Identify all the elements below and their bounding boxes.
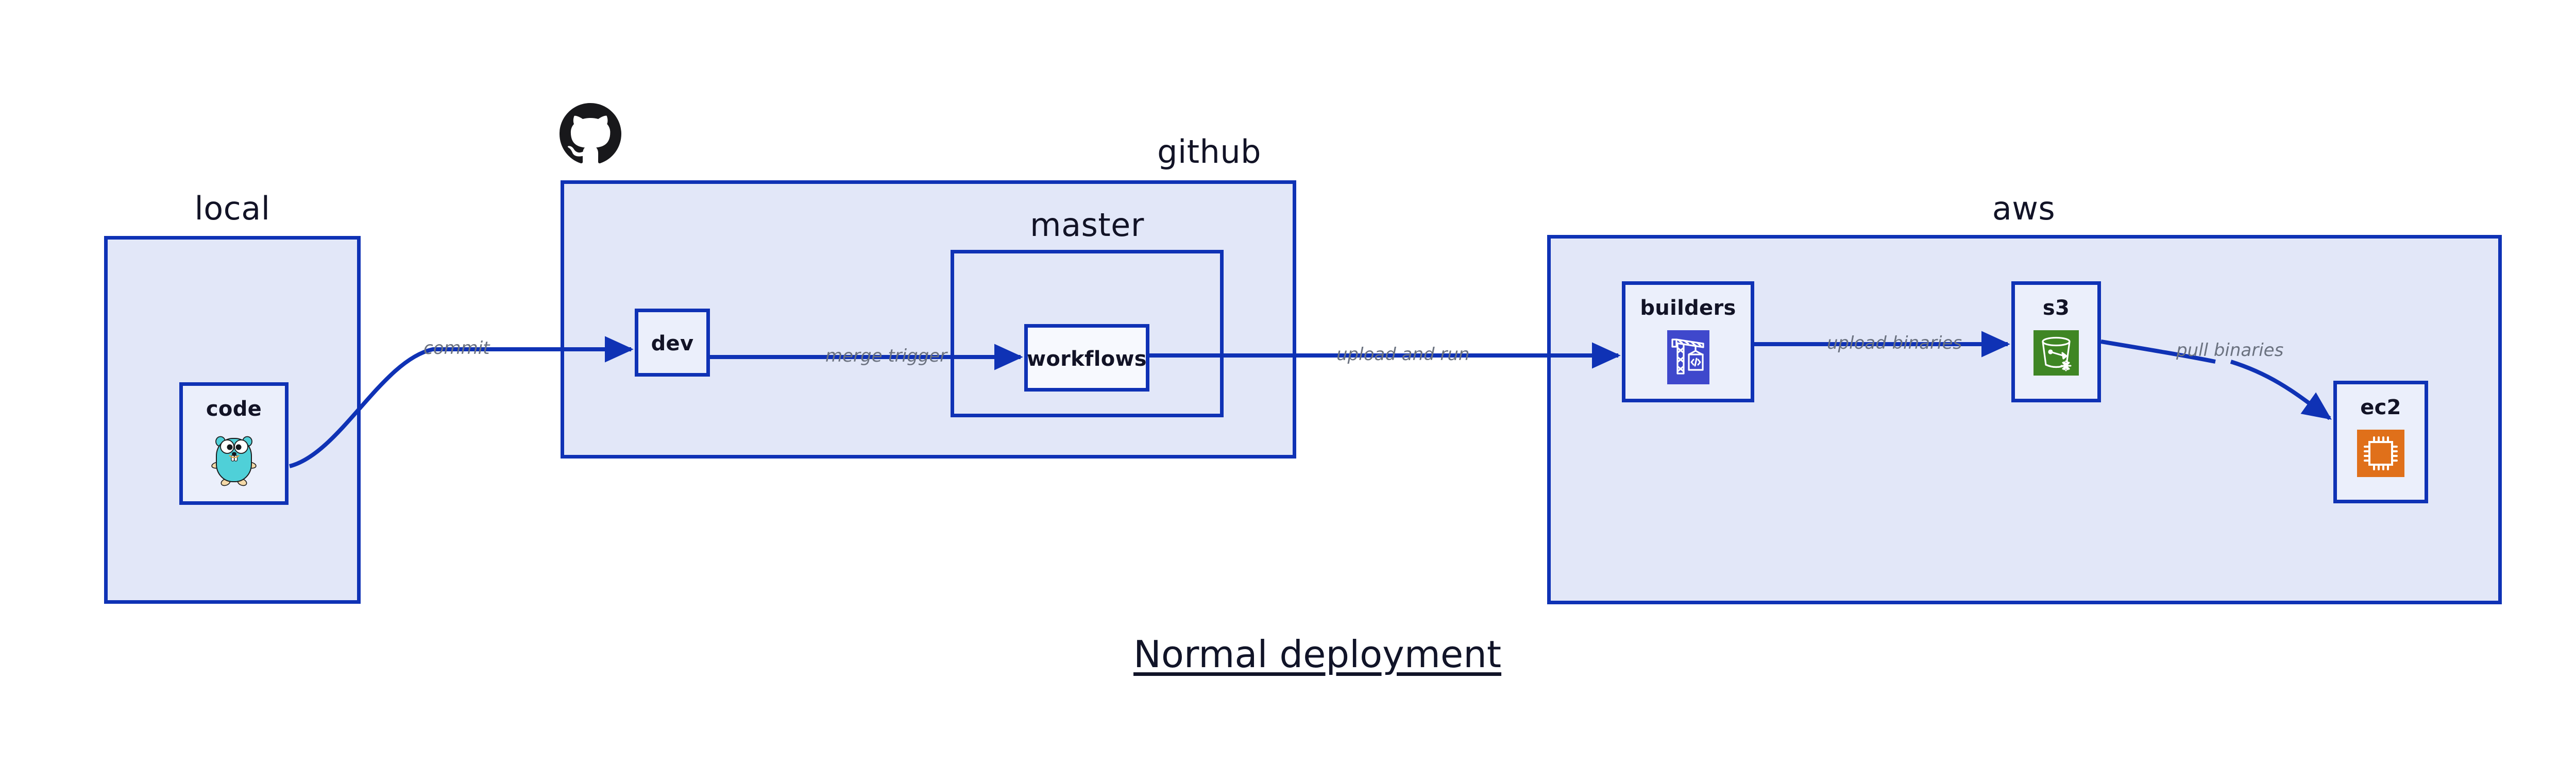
go-gopher-icon — [208, 431, 260, 487]
node-s3[interactable]: s3 — [2011, 281, 2101, 402]
group-label-github: github — [1157, 133, 1261, 171]
node-dev[interactable]: dev — [635, 309, 710, 377]
node-ec2[interactable]: ec2 — [2333, 381, 2428, 503]
edge-label-upload-and-run: upload and run — [1336, 344, 1470, 365]
aws-s3-glacier-bucket-icon — [2033, 330, 2079, 376]
node-s3-label: s3 — [2042, 296, 2070, 320]
edge-label-commit: commit — [423, 338, 490, 359]
edge-label-pull-binaries: pull binaries — [2176, 340, 2284, 361]
node-workflows[interactable]: workflows — [1024, 324, 1149, 392]
node-code-label: code — [206, 397, 262, 421]
node-code[interactable]: code — [179, 382, 289, 505]
group-label-aws: aws — [1992, 190, 2056, 227]
node-ec2-label: ec2 — [2360, 396, 2401, 419]
node-builders[interactable]: builders — [1622, 281, 1754, 402]
diagram-caption: Normal deployment — [1133, 633, 1502, 676]
aws-ec2-chip-icon — [2357, 430, 2404, 477]
node-builders-label: builders — [1640, 296, 1736, 320]
github-octocat-icon — [560, 103, 621, 167]
edge-label-merge-trigger: merge trigger — [825, 346, 947, 366]
group-label-local: local — [194, 190, 270, 227]
edge-label-upload-binaries: upload binaries — [1827, 333, 1962, 353]
node-workflows-label: workflows — [1027, 347, 1147, 371]
group-label-master: master — [1030, 206, 1144, 244]
aws-codebuild-crane-icon — [1667, 330, 1709, 384]
node-dev-label: dev — [651, 332, 694, 355]
